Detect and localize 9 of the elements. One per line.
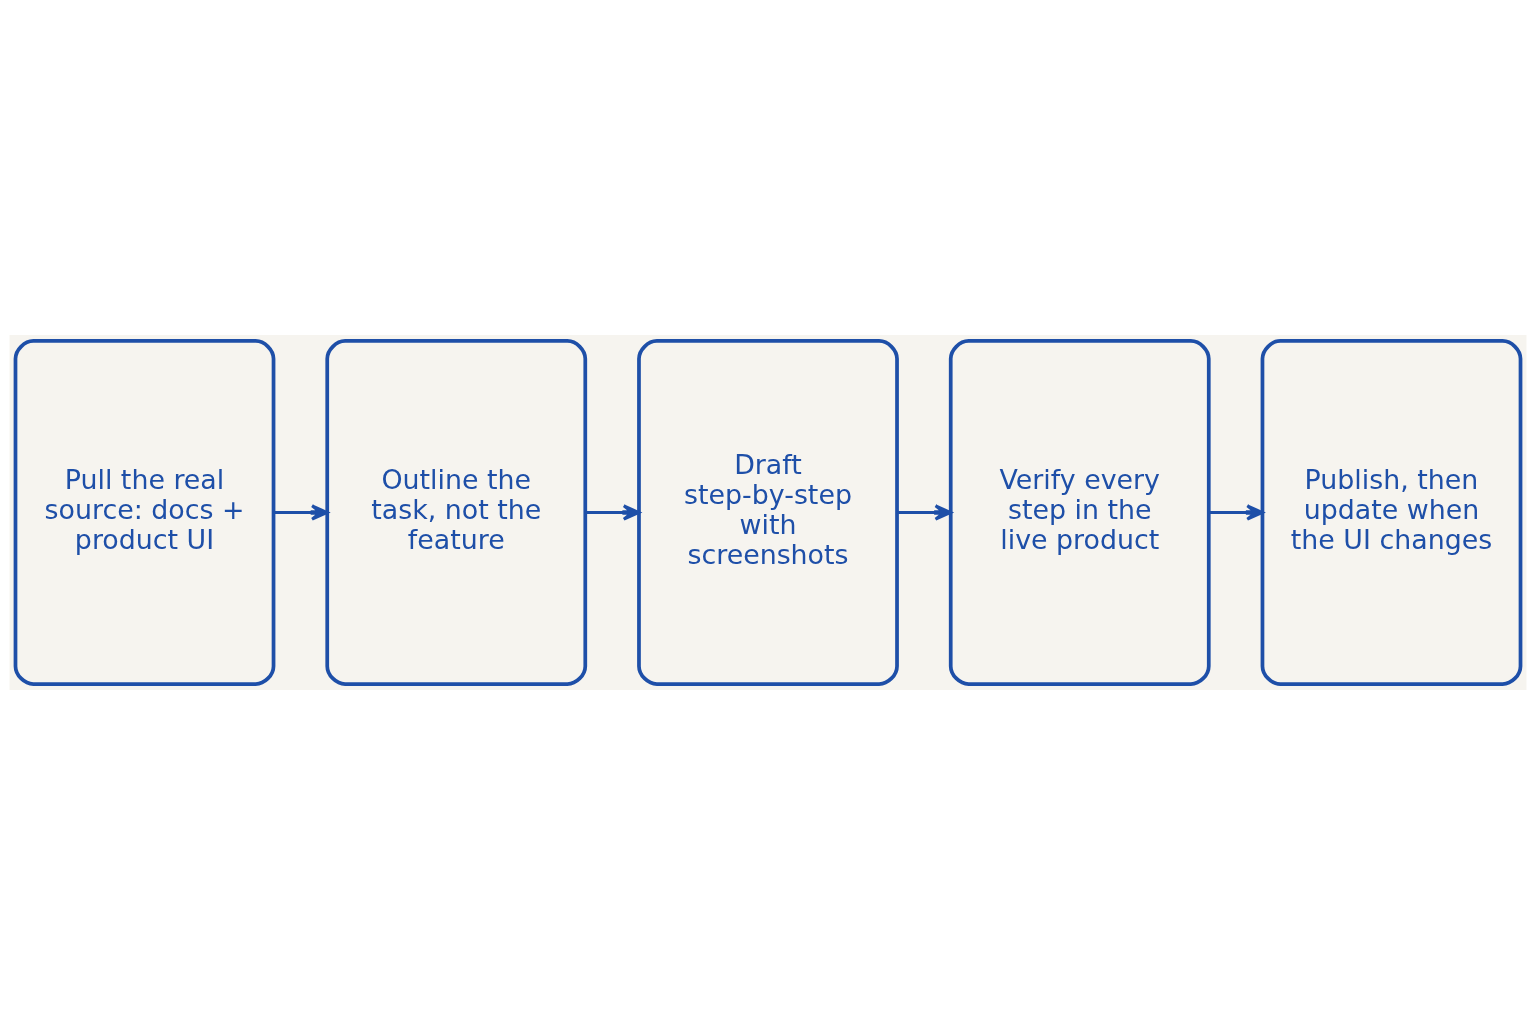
node-box: Draft step-by-step with screenshots (637, 338, 899, 686)
arrow (897, 503, 953, 521)
node-box: Verify every step in the live product (948, 338, 1211, 686)
node-box: Pull the real source: docs + product UI (13, 338, 276, 686)
node-box: Outline the task, not the feature (325, 338, 588, 686)
arrow (273, 503, 329, 521)
node-box: Publish, then update when the UI changes (1260, 338, 1523, 686)
arrow (1209, 503, 1264, 521)
arrow (585, 503, 641, 521)
